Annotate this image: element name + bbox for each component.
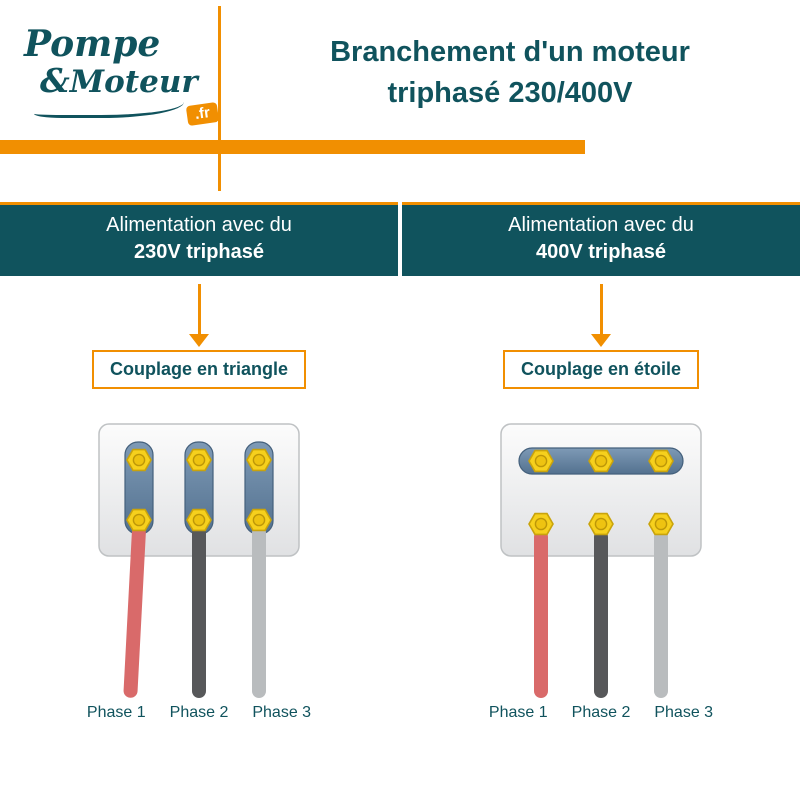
hex-nut-icon [588, 449, 614, 473]
logo-text-moteur-row: &Moteur .fr [40, 61, 220, 127]
hex-nut-icon [246, 508, 272, 532]
column-header-400v: Alimentation avec du 400V triphasé [402, 202, 800, 276]
down-arrow-icon [189, 284, 209, 347]
column-header-230v: Alimentation avec du 230V triphasé [0, 202, 398, 276]
hex-nut-icon [648, 512, 674, 536]
phase-label: Phase 3 [252, 704, 312, 721]
logo-text-pompe: Pompe [24, 23, 161, 65]
coupling-label-triangle: Couplage en triangle [91, 350, 307, 389]
header-line-1: Alimentation avec du [508, 214, 694, 236]
hex-nut-icon [246, 448, 272, 472]
hex-nut-icon [126, 448, 152, 472]
down-arrow-icon [591, 284, 611, 347]
title-line-1: Branchement d'un moteur [330, 36, 690, 68]
hex-nut-icon [528, 449, 554, 473]
wire-phase-1 [123, 525, 146, 698]
phase-labels-row: Phase 1 Phase 2 Phase 3 [87, 704, 311, 722]
title-line-2: triphasé 230/400V [387, 76, 633, 109]
coupling-label-etoile: Couplage en étoile [502, 350, 700, 389]
hex-nut-icon [126, 508, 152, 532]
hex-nut-icon [186, 508, 212, 532]
logo-text-moteur: Moteur [69, 64, 198, 100]
column-400v: Alimentation avec du 400V triphasé Coupl… [402, 202, 800, 722]
logo-ampersand: & [40, 61, 70, 100]
column-230v: Alimentation avec du 230V triphasé Coupl… [0, 202, 398, 722]
phase-label: Phase 3 [654, 704, 714, 721]
terminal-box-diagram-etoile [500, 423, 702, 698]
wire-phase-2 [594, 530, 608, 698]
phase-labels-row: Phase 1 Phase 2 Phase 3 [489, 704, 713, 722]
phase-label: Phase 2 [571, 704, 631, 721]
phase-label: Phase 2 [169, 704, 229, 721]
page-title: Branchement d'un moteur triphasé 230/400… [232, 32, 788, 113]
wire-phase-1 [534, 530, 548, 698]
terminal-box-diagram-triangle [98, 423, 300, 698]
arrow-head [591, 334, 611, 347]
hex-nut-icon [186, 448, 212, 472]
hex-nut-icon [528, 512, 554, 536]
wire-phase-3 [654, 530, 668, 698]
header-line-1: Alimentation avec du [106, 214, 292, 236]
arrow-line [599, 284, 603, 334]
hex-nut-icon [648, 449, 674, 473]
logo-underline-swoosh [34, 102, 184, 118]
arrow-head [189, 334, 209, 347]
wire-phase-2 [192, 526, 206, 698]
header-line-2: 230V triphasé [133, 241, 265, 263]
logo: Pompe &Moteur .fr [24, 23, 220, 127]
horizontal-orange-bar [0, 140, 585, 154]
wire-phase-3 [252, 526, 266, 698]
arrow-line [197, 284, 201, 334]
phase-label: Phase 1 [488, 704, 548, 721]
hex-nut-icon [588, 512, 614, 536]
header-line-2: 400V triphasé [535, 241, 667, 263]
columns-wrapper: Alimentation avec du 230V triphasé Coupl… [0, 202, 800, 722]
logo-fr-badge: .fr [185, 101, 220, 127]
phase-label: Phase 1 [86, 704, 146, 721]
vertical-orange-divider [218, 6, 221, 191]
